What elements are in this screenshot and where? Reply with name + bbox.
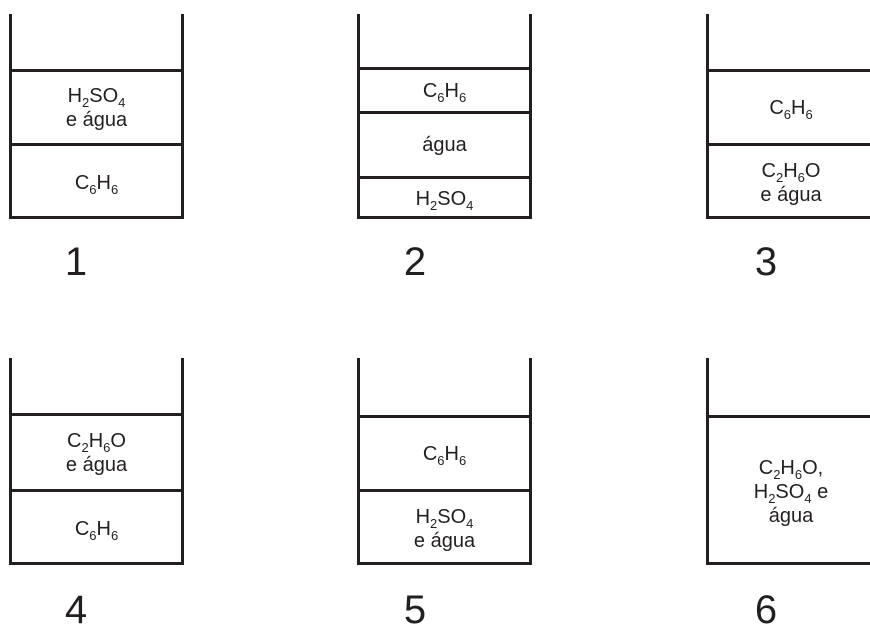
beaker-wall-left [706, 14, 709, 219]
beaker-wall-right [529, 14, 532, 219]
layer-label: e água [760, 183, 822, 206]
layer-label: C2H6O [761, 159, 821, 185]
beaker-number: 3 [754, 240, 778, 284]
layer-label: e água [413, 529, 476, 552]
beaker-floor [357, 216, 532, 219]
beaker-floor [9, 562, 184, 565]
liquid-layer: água [357, 111, 532, 176]
liquid-layer: C6H6 [357, 67, 532, 111]
layer-label: C2H6O [67, 429, 126, 455]
beaker-wall-right [181, 358, 184, 565]
beaker-wall-right [529, 358, 532, 565]
liquid-layer: C6H6 [9, 143, 184, 219]
beaker-number: 2 [403, 240, 427, 284]
layer-label: H2SO4 [415, 188, 474, 213]
layer-label: H2SO4 [415, 505, 474, 531]
layer-label: e água [65, 453, 128, 476]
layer-label: C6H6 [769, 96, 813, 122]
layer-label: água [422, 134, 467, 156]
beaker-number: 4 [64, 588, 88, 632]
beaker-floor [706, 562, 870, 565]
beaker-floor [706, 216, 870, 219]
layer-label: água [768, 504, 814, 527]
liquid-layer: C6H6 [706, 69, 870, 143]
beaker-floor [357, 562, 532, 565]
liquid-layer: C6H6 [9, 489, 184, 565]
liquid-layer: H2SO4 [357, 176, 532, 219]
layer-label: H2SO4 [67, 84, 126, 110]
beaker-number: 6 [754, 588, 778, 632]
layer-label: C6H6 [74, 517, 119, 543]
layer-label: C6H6 [422, 442, 467, 468]
layer-label: C6H6 [422, 79, 467, 105]
beaker-wall-left [357, 358, 360, 565]
beaker-number: 1 [64, 240, 88, 284]
beaker-number: 5 [403, 588, 427, 632]
layer-label: e água [65, 108, 128, 131]
beaker-wall-left [357, 14, 360, 219]
layer-label: H2SO4 e [753, 480, 829, 506]
beaker-wall-right [181, 14, 184, 219]
beaker-wall-left [9, 358, 12, 565]
beaker-wall-left [9, 14, 12, 219]
liquid-layer: C6H6 [357, 415, 532, 489]
beaker-floor [9, 216, 184, 219]
layer-label: C2H6O, [758, 456, 824, 482]
layer-label: C6H6 [74, 171, 119, 197]
beaker-wall-left [706, 358, 709, 565]
